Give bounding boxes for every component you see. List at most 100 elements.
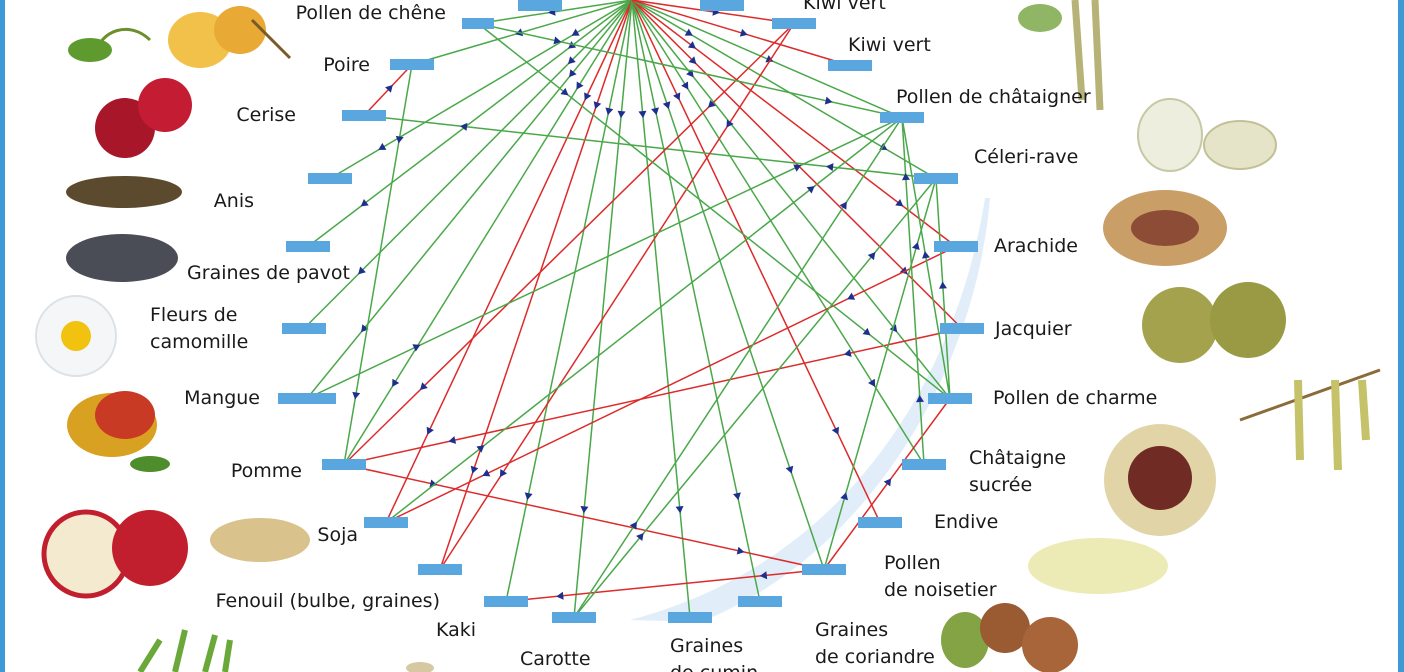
arrowhead-carotte-chataigner-1	[839, 201, 847, 210]
node-bar-chataigner	[880, 112, 924, 123]
arrowhead-hub-arachide-0	[687, 41, 696, 49]
mango-illustration	[67, 391, 170, 472]
hornbeam-catkins-illustration	[1239, 368, 1381, 471]
arrowhead-mangue-chataigner-0	[412, 344, 421, 352]
celeriac-illustration	[1137, 98, 1277, 172]
node-bar-jacquier	[940, 323, 984, 334]
arrowhead-noisetier-kaki-1	[556, 591, 564, 600]
arrowhead-hub-fenouil-0	[593, 101, 602, 110]
arrowhead-charme-chataigner-0	[922, 251, 930, 259]
node-label-line: Kaki	[436, 619, 476, 641]
arrowhead-chene-chataigner-0	[553, 36, 562, 45]
node-label-mangue: Mangue	[184, 387, 260, 409]
node-label-line: Kiwi vert	[848, 34, 931, 56]
nodes-layer	[278, 0, 984, 623]
edge-hub-fenouil	[439, 0, 633, 570]
node-label-line: Poire	[323, 54, 370, 76]
node-bar-fenouil	[418, 564, 462, 575]
arrowhead-noisetier-celeri-0	[840, 492, 849, 501]
arrowhead-noisetier-kaki-0	[759, 571, 768, 580]
arrowhead-hub-coriandre-1	[733, 492, 741, 501]
node-label-kiwi2: Kiwi vert	[848, 34, 931, 56]
soy-beans-illustration	[210, 518, 310, 562]
node-label-arachide: Arachide	[994, 235, 1078, 257]
node-bar-cumin	[668, 612, 712, 623]
apple-illustration	[41, 509, 188, 599]
arrowhead-hub-kiwi2-0	[739, 28, 748, 37]
arrowhead-hub-noisetier-1	[785, 465, 794, 474]
node-label-kiwi1: Kiwi vert	[803, 0, 886, 14]
node-label-line: Graines	[815, 619, 888, 641]
arrowhead-hub-coriandre-0	[651, 107, 659, 116]
node-bar-kaki	[484, 596, 528, 607]
node-label-chene: Pollen de chêne	[296, 2, 446, 24]
arrowhead-hub-kaki-0	[605, 107, 614, 116]
arrowhead-chataigne-chataigner-1	[901, 172, 910, 181]
node-label-anis: Anis	[214, 190, 254, 212]
arrowhead-kiwi1-fenouil-1	[499, 469, 508, 478]
node-label-line: Mangue	[184, 387, 260, 409]
node-label-carotte: Carotte	[520, 648, 591, 670]
edge-hub-cumin	[631, 0, 691, 618]
arrowhead-noisetier-charme-0	[883, 478, 892, 487]
arrowhead-hub-endive-1	[831, 426, 839, 435]
node-label-line: Kiwi vert	[803, 0, 886, 14]
node-bar-camomille	[282, 323, 326, 334]
node-bar-kiwi1	[772, 18, 816, 29]
edge-mangue-chataigner	[306, 116, 903, 400]
node-label-line: Graines	[670, 635, 743, 657]
node-label-kaki: Kaki	[436, 619, 476, 641]
poppy-seeds-illustration	[66, 234, 178, 282]
edge-jacquier-pomme	[343, 327, 963, 466]
arrowhead-hub-chataigne-0	[681, 81, 689, 90]
node-label-line: Pomme	[231, 460, 302, 482]
pear-illustration	[168, 6, 292, 68]
node-label-line: Endive	[934, 511, 998, 533]
edge-hub-kaki	[505, 0, 633, 602]
node-bar-pavot	[286, 241, 330, 252]
arrowhead-soja-chataigner-0	[476, 445, 485, 453]
edge-celeri-cerise	[363, 114, 937, 180]
edge-hub-pomme	[343, 0, 633, 465]
node-bar-carotte	[552, 612, 596, 623]
edge-kiwi1-pomme	[343, 22, 795, 466]
arrowhead-hub-endive-0	[673, 92, 681, 101]
node-bar-chene	[462, 18, 494, 29]
highlight-band	[630, 198, 990, 622]
arrowhead-poire-pomme-0	[395, 135, 404, 144]
arrowhead-hub-carotte-0	[617, 110, 626, 119]
node-bar-soja	[364, 517, 408, 528]
edge-soja-chataigner	[385, 116, 903, 524]
node-bar-mangue	[278, 393, 336, 404]
node-label-endive: Endive	[934, 511, 998, 533]
arrowhead-hub-anis-0	[571, 28, 580, 36]
node-label-line: Arachide	[994, 235, 1078, 257]
node-label-line: Céleri-rave	[974, 146, 1078, 168]
arrowhead-arachide-soja-0	[847, 292, 856, 300]
node-label-pavot: Graines de pavot	[187, 262, 350, 284]
node-label-line: de coriandre	[815, 646, 935, 668]
node-label-charme: Pollen de charme	[993, 387, 1157, 409]
arrowhead-hub-anis-1	[378, 142, 387, 150]
node-label-line: Fleurs de	[150, 304, 237, 326]
arrowhead-hub-jacquier-0	[688, 56, 697, 65]
arrowhead-chataigne-chataigner-0	[916, 395, 925, 403]
arrowhead-hub-soja-1	[426, 426, 434, 435]
anise-seeds-illustration	[66, 176, 182, 208]
node-bar-chataigne	[902, 459, 946, 470]
node-label-line: Soja	[317, 524, 358, 546]
arrowhead-hub-carotte-1	[580, 505, 589, 514]
node-label-line: Pollen de châtaigner	[896, 86, 1091, 108]
arrowhead-charme-celeri-0	[939, 281, 947, 289]
arrowhead-hub-kaki-1	[524, 492, 533, 501]
node-bar-poire	[390, 59, 434, 70]
node-label-cerise: Cerise	[236, 104, 296, 126]
arrowhead-hub-cumin-1	[675, 505, 684, 514]
arrowhead-hub-chataigner-0	[765, 55, 774, 63]
node-bar-top2	[700, 0, 744, 11]
arrowhead-kiwi1-pomme-0	[708, 100, 716, 108]
